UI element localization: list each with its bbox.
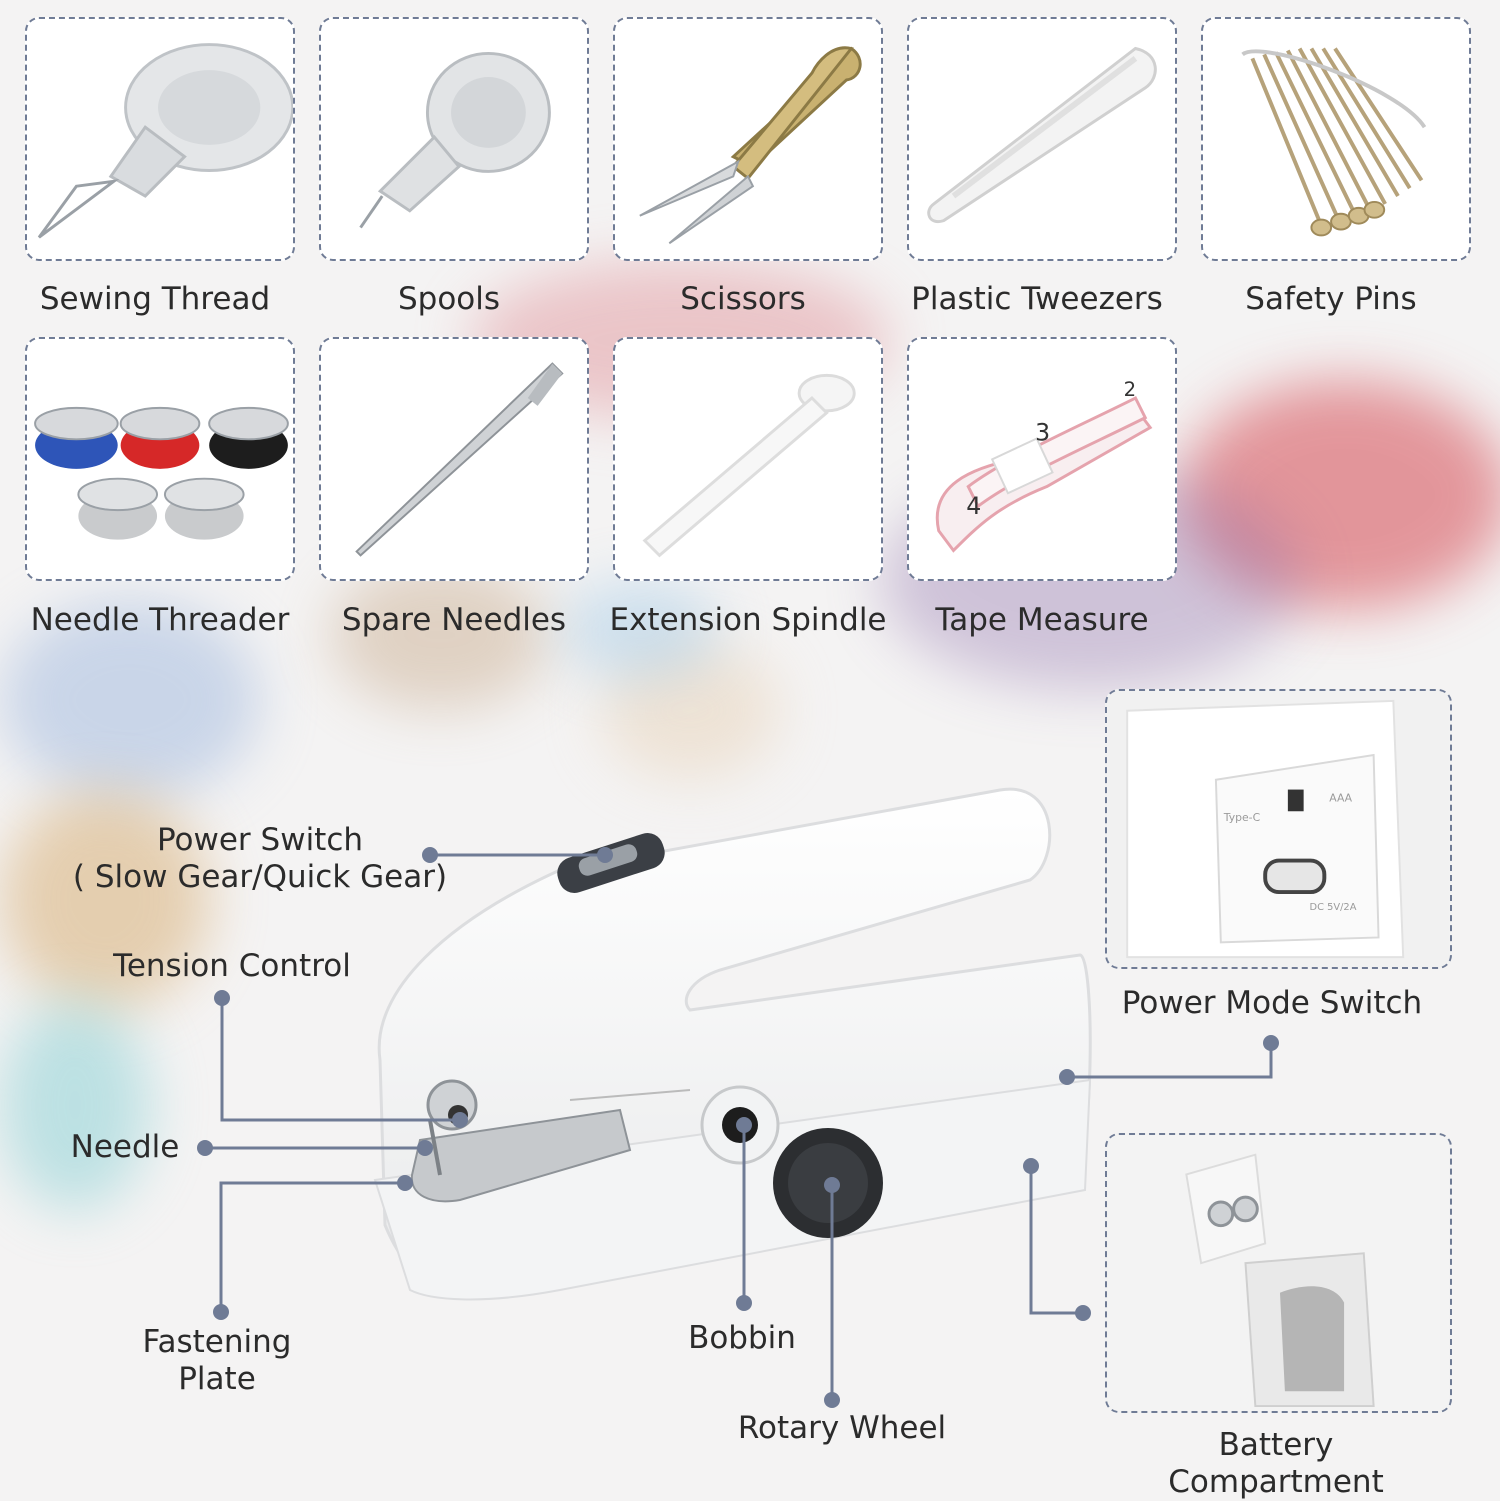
marking-type-c: Type-C xyxy=(1223,811,1260,824)
thread-snips-icon xyxy=(639,46,862,245)
annotation-fastening-plate-line2: Plate xyxy=(178,1361,256,1397)
usb-c-port xyxy=(1263,858,1327,895)
accessory-label-scissors: Scissors xyxy=(680,281,806,317)
detail-photo-battery-compartment xyxy=(1105,1133,1452,1413)
accessory-card-extension-spindle xyxy=(613,337,883,581)
power-mode-slider[interactable] xyxy=(1287,789,1304,812)
needle-threader-disc-icon xyxy=(37,43,293,239)
annotation-power-switch-title: Power Switch xyxy=(156,822,364,858)
annotation-rotary-wheel: Rotary Wheel xyxy=(737,1410,947,1446)
annotation-power-switch: Power Switch ( Slow Gear/Quick Gear) xyxy=(60,822,460,896)
annotation-tension-control: Tension Control xyxy=(113,948,351,984)
accessory-card-sewing-thread xyxy=(25,17,295,261)
accessory-label-tape-measure: Tape Measure xyxy=(935,602,1149,638)
accessory-card-spools xyxy=(319,17,589,261)
accessory-card-safety-pins xyxy=(1201,17,1471,261)
needle-mark xyxy=(428,1119,442,1176)
accessory-label-safety-pins: Safety Pins xyxy=(1245,281,1417,317)
accessory-label-plastic-tweezers: Plastic Tweezers xyxy=(911,281,1163,317)
tape-number-3: 2 xyxy=(1124,378,1137,401)
annotation-fastening-plate-line1: Fastening xyxy=(142,1324,292,1360)
accessory-label-spools: Spools xyxy=(397,281,501,317)
accessory-card-scissors xyxy=(613,17,883,261)
bobbins-icon xyxy=(34,406,289,540)
accessory-card-spare-needles xyxy=(319,337,589,581)
accessory-card-tape-measure: 3 4 2 xyxy=(907,337,1177,581)
tape-measure-icon: 3 4 2 xyxy=(935,378,1153,553)
accessory-label-needle-threader: Needle Threader xyxy=(30,602,290,638)
accessory-card-plastic-tweezers xyxy=(907,17,1177,261)
marking-aaa: AAA xyxy=(1329,791,1352,804)
annotation-needle: Needle xyxy=(70,1129,180,1165)
accessory-label-extension-spindle: Extension Spindle xyxy=(609,602,887,638)
annotation-power-mode-switch: Power Mode Switch xyxy=(1121,985,1423,1021)
handheld-sewing-machine xyxy=(373,787,1092,1301)
detail-photo-power-mode-switch: Type-C AAA DC 5V/2A xyxy=(1105,689,1452,969)
threader-disc-icon xyxy=(359,51,551,229)
tape-number-2: 4 xyxy=(966,492,981,520)
accessory-label-sewing-thread: Sewing Thread xyxy=(39,281,271,317)
accessory-card-needle-threader xyxy=(25,337,295,581)
annotation-bobbin: Bobbin xyxy=(688,1320,796,1356)
accessory-label-spare-needles: Spare Needles xyxy=(341,602,567,638)
annotation-battery-compartment: Battery Compartment xyxy=(1168,1427,1384,1500)
annotation-fastening-plate: Fastening Plate xyxy=(117,1324,317,1398)
safety-pins-icon xyxy=(1241,47,1427,237)
needle-icon xyxy=(355,362,564,557)
tape-number-1: 3 xyxy=(1035,418,1050,446)
annotation-power-switch-detail: ( Slow Gear/Quick Gear) xyxy=(72,859,448,895)
tweezers-icon xyxy=(927,46,1157,224)
marking-dc: DC 5V/2A xyxy=(1310,902,1357,913)
spindle-icon xyxy=(642,373,856,558)
